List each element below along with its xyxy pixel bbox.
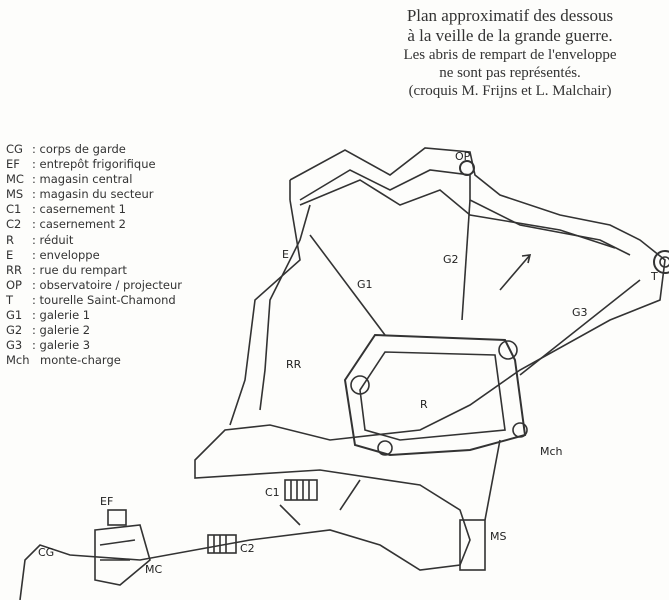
galerie-2	[461, 199, 471, 321]
label-g1: G1	[357, 278, 373, 291]
label-op: OP	[455, 150, 471, 163]
label-c2: C2	[240, 542, 255, 555]
title-line-2: à la veille de la grande guerre.	[407, 26, 613, 45]
legend-code: CG	[6, 142, 23, 156]
entrepot-frigorifique	[107, 509, 127, 526]
legend-label: : galerie 3	[32, 338, 91, 353]
legend-code: EF	[6, 157, 20, 172]
legend-item: C1 : casernement 1	[6, 202, 182, 217]
legend-code: G1	[6, 308, 23, 323]
legend-label: : rue du rempart	[32, 262, 127, 277]
legend-code: T	[6, 292, 14, 307]
legend-item: OP : observatoire / projecteur	[6, 278, 182, 293]
legend-code: C2	[6, 217, 22, 232]
legend-item: R : réduit	[6, 233, 182, 248]
label-mch: Mch	[540, 445, 563, 458]
label-g2: G2	[443, 253, 459, 266]
casernement-1	[284, 479, 318, 501]
label-mc: MC	[145, 563, 162, 576]
magasin-central	[94, 524, 151, 586]
legend-item: EF : entrepôt frigorifique	[6, 157, 182, 172]
legend-label: : magasin central	[32, 172, 133, 187]
observatoire	[459, 160, 475, 176]
legend-label: : enveloppe	[32, 247, 100, 262]
label-c1: C1	[265, 486, 280, 499]
north-arrow-icon	[499, 254, 532, 291]
title-line-5: (croquis M. Frijns et L. Malchair)	[408, 83, 612, 99]
galerie-3	[519, 279, 641, 376]
legend-item: E : enveloppe	[6, 248, 182, 263]
legend-item: MS : magasin du secteur	[6, 187, 182, 202]
label-cg: CG	[38, 546, 54, 559]
legend-label: : magasin du secteur	[32, 187, 154, 202]
legend-code: MS	[6, 187, 24, 202]
legend-label: : galerie 2	[32, 323, 91, 338]
legend-code: MC	[6, 172, 24, 187]
label-r: R	[420, 398, 428, 411]
enveloppe-outline	[19, 147, 666, 600]
legend-item: G2 : galerie 2	[6, 323, 182, 338]
legend-label: : réduit	[32, 232, 74, 247]
legend-item: RR : rue du rempart	[6, 263, 182, 278]
legend-label: : observatoire / projecteur	[32, 277, 182, 292]
legend-label: monte-charge	[40, 353, 121, 368]
legend-code: E	[6, 247, 14, 262]
legend-label: : casernement 1	[32, 202, 126, 217]
legend-code: C1	[6, 202, 22, 217]
legend-code: G3	[6, 338, 23, 353]
legend-item: CG : corps de garde	[6, 142, 182, 157]
legend-code: RR	[6, 262, 22, 277]
label-e: E	[282, 248, 289, 261]
enveloppe-inner	[229, 199, 301, 426]
legend-item: T : tourelle Saint-Chamond	[6, 293, 182, 308]
legend-item: MC : magasin central	[6, 172, 182, 187]
legend-label: : galerie 1	[32, 308, 91, 323]
legend-item: G1 : galerie 1	[6, 308, 182, 323]
title-line-1: Plan approximatif des dessous	[406, 6, 614, 25]
legend-label: : corps de garde	[32, 142, 126, 156]
label-t: T	[650, 270, 658, 283]
casernement-2	[207, 534, 237, 554]
legend-item: G3 : galerie 3	[6, 338, 182, 353]
magasin-du-secteur	[459, 519, 486, 571]
label-g3: G3	[572, 306, 588, 319]
legend-item: C2 : casernement 2	[6, 217, 182, 232]
galerie-1	[309, 234, 386, 336]
legend-label: : casernement 2	[32, 217, 126, 232]
title-line-3: Les abris de rempart de l'enveloppe	[403, 47, 617, 63]
title-line-4: ne sont pas représentés.	[439, 65, 581, 81]
label-ef: EF	[100, 495, 113, 508]
legend-label: : entrepôt frigorifique	[32, 157, 156, 172]
label-rr: RR	[286, 358, 302, 371]
legend-code: OP	[6, 277, 22, 292]
legend-code: Mch	[6, 353, 30, 368]
plan-title: Plan approximatif des dessous à la veill…	[365, 6, 655, 100]
legend-code: R	[6, 232, 14, 247]
legend-label: : tourelle Saint-Chamond	[32, 292, 176, 307]
legend-item: Mch monte-charge	[6, 353, 182, 368]
label-ms: MS	[490, 530, 506, 543]
tourelle-saint-chamond	[653, 250, 669, 274]
legend-code: G2	[6, 323, 23, 338]
rue-du-rempart	[259, 179, 616, 411]
